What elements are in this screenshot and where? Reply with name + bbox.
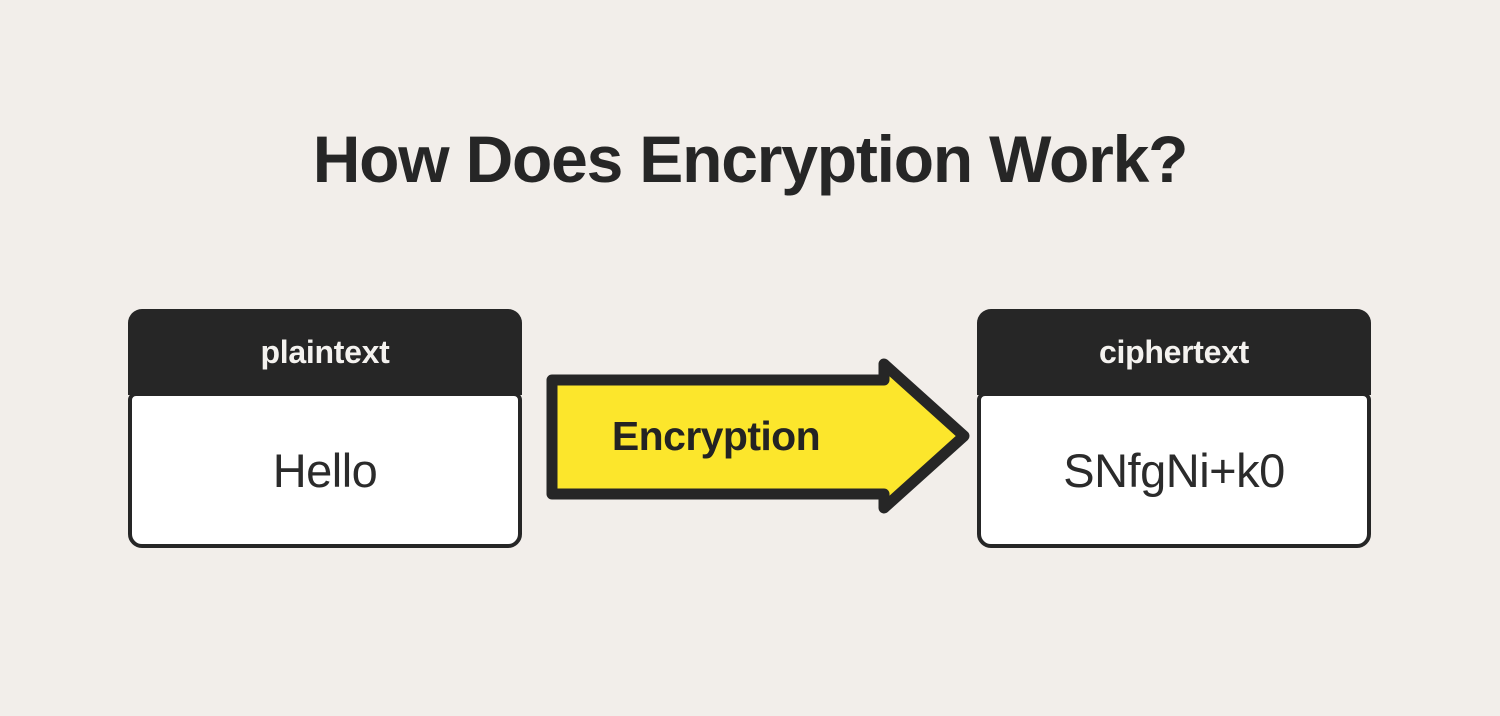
page-title: How Does Encryption Work? — [312, 122, 1189, 196]
encryption-arrow-shape — [546, 358, 970, 514]
ciphertext-box: ciphertext SNfgNi+k0 — [977, 309, 1371, 548]
ciphertext-box-header-label: ciphertext — [1099, 334, 1249, 370]
plaintext-box: plaintext Hello — [128, 309, 522, 548]
ciphertext-box-body: SNfgNi+k0 — [977, 392, 1371, 548]
ciphertext-box-header: ciphertext — [977, 309, 1371, 395]
plaintext-box-header: plaintext — [128, 309, 522, 395]
ciphertext-value: SNfgNi+k0 — [1063, 443, 1285, 497]
plaintext-box-header-label: plaintext — [260, 334, 390, 370]
plaintext-value: Hello — [272, 443, 378, 497]
plaintext-box-body: Hello — [128, 392, 522, 548]
encryption-arrow: Encryption — [540, 352, 976, 520]
